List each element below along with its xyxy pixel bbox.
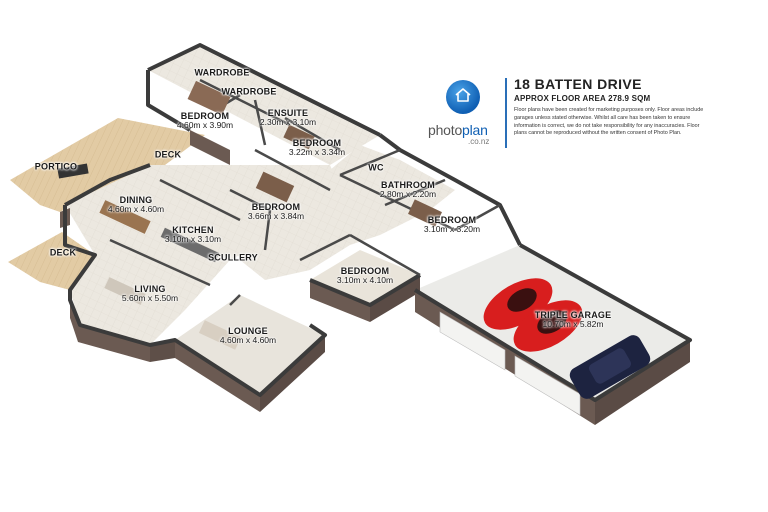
label-portico: PORTICO [34, 161, 78, 172]
wall-side [190, 130, 230, 165]
garage-door [439, 311, 506, 371]
wall-side [70, 298, 150, 362]
label-triple-garage: TRIPLE GARAGE 10.70m x 5.82m [534, 309, 612, 330]
label-living: LIVING 5.60m x 5.50m [121, 283, 179, 304]
wall-side [370, 275, 420, 322]
property-address: 18 BATTEN DRIVE [514, 76, 642, 92]
label-bedroom-5: BEDROOM 3.10m x 4.10m [336, 265, 394, 286]
label-lounge: LOUNGE 4.60m x 4.60m [219, 325, 277, 346]
label-dining: DINING 4.60m x 4.60m [107, 194, 165, 215]
header-divider [505, 78, 507, 148]
label-scullery: SCULLERY [208, 252, 258, 263]
disclaimer-text: Floor plans have been created for market… [514, 107, 704, 137]
label-bedroom-2: BEDROOM 3.22m x 3.34m [288, 137, 346, 158]
wall-side [260, 335, 325, 412]
photoplan-logo: photoplan .co.nz [428, 80, 506, 150]
master-bed [187, 80, 231, 116]
label-master-bedroom: BEDROOM 4.60m x 3.90m [176, 110, 234, 131]
red-car-roof [537, 310, 567, 334]
label-bathroom: BATHROOM 2.80m x 2.20m [379, 179, 437, 200]
bedroom3-bed [255, 171, 295, 203]
garage-door [514, 355, 581, 416]
bedroom-wing-floor [148, 45, 380, 165]
logo-circle [446, 80, 480, 114]
navy-car-roof [589, 348, 631, 384]
label-kitchen: KITCHEN 3.10m x 3.10m [164, 224, 222, 245]
label-wardrobe-2: WARDROBE [221, 86, 277, 97]
label-bedroom-4: BEDROOM 3.10m x 3.20m [423, 214, 481, 235]
sofa [104, 277, 146, 305]
wall-side [595, 340, 690, 425]
floor-area: APPROX FLOOR AREA 278.9 SQM [514, 94, 651, 103]
label-wc: WC [368, 162, 384, 173]
lounge-sofa [198, 320, 242, 350]
house-icon [455, 88, 471, 102]
property-info: 18 BATTEN DRIVE APPROX FLOOR AREA 278.9 … [514, 76, 704, 138]
bedroom4-bed [408, 199, 442, 227]
wall-side [310, 280, 370, 322]
bedroom2-bed [283, 124, 315, 150]
portico-table [57, 163, 89, 179]
central-floor [220, 145, 455, 280]
lounge-floor [175, 295, 325, 395]
label-deck-top: DECK [154, 149, 182, 160]
label-wardrobe-1: WARDROBE [194, 67, 250, 78]
wall-side [175, 340, 260, 412]
label-deck-left: DECK [49, 247, 77, 258]
red-car-roof [507, 288, 537, 312]
interior-walls [109, 78, 501, 306]
logo-domain: .co.nz [468, 137, 490, 146]
wall-outlines [63, 43, 692, 402]
deck-top [10, 118, 205, 212]
label-bedroom-3: BEDROOM 3.66m x 3.84m [247, 201, 305, 222]
label-ensuite: ENSUITE 2.30m x 3.10m [259, 107, 317, 128]
logo-wordmark: photoplan [428, 122, 488, 138]
dining-table [99, 200, 151, 234]
kitchen-bench [160, 227, 220, 263]
